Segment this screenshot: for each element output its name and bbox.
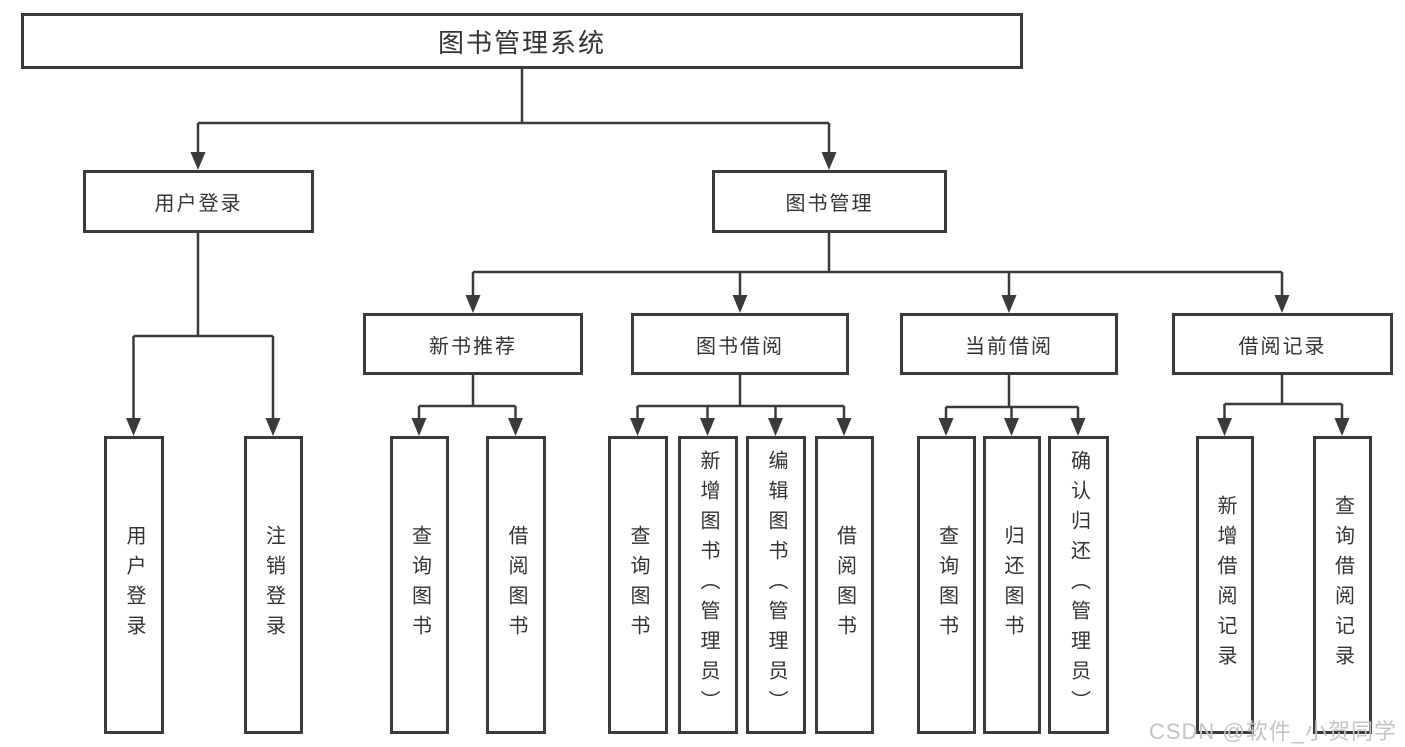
node-query-books-recommend: 查询图书 — [390, 436, 449, 734]
node-query-borrow-record: 查询借阅记录 — [1313, 436, 1372, 734]
node-label: 图书管理系统 — [437, 27, 606, 58]
node-logout-action: 注销登录 — [244, 436, 303, 734]
node-label: 归还图书 — [1001, 525, 1023, 645]
node-borrow-books-recommend: 借阅图书 — [486, 436, 546, 734]
node-confirm-return-admin: 确认归还（管理员） — [1048, 436, 1109, 734]
node-label: 查询借阅记录 — [1331, 495, 1354, 675]
node-library-system: 图书管理系统 — [21, 13, 1023, 69]
node-label: 借阅记录 — [1238, 335, 1327, 358]
node-label: 查询图书 — [408, 525, 431, 645]
node-return-books: 归还图书 — [983, 436, 1041, 734]
node-label: 新增图书（管理员） — [697, 450, 719, 720]
node-label: 借阅图书 — [833, 525, 856, 645]
node-label: 图书借阅 — [696, 335, 784, 358]
node-label: 借阅图书 — [505, 525, 527, 645]
node-label: 确认归还（管理员） — [1067, 450, 1090, 720]
node-book-management: 图书管理 — [712, 170, 947, 233]
node-label: 新增借阅记录 — [1214, 495, 1236, 675]
node-label: 用户登录 — [154, 193, 243, 215]
node-user-login: 用户登录 — [83, 170, 314, 233]
node-label: 图书管理 — [785, 193, 874, 215]
node-label: 注销登录 — [262, 525, 285, 645]
csdn-watermark: CSDN @软件_小贺同学 — [1148, 719, 1397, 744]
connector-edges — [132, 68, 1344, 422]
node-borrow-books: 借阅图书 — [815, 436, 874, 734]
node-edit-books-admin: 编辑图书（管理员） — [746, 436, 806, 734]
node-label: 编辑图书（管理员） — [765, 450, 787, 720]
node-current-borrowing: 当前借阅 — [900, 313, 1118, 375]
node-add-books-admin: 新增图书（管理员） — [678, 436, 738, 734]
node-book-borrowing: 图书借阅 — [631, 313, 849, 375]
node-user-login-action: 用户登录 — [104, 436, 164, 734]
node-label: 查询图书 — [935, 525, 958, 645]
node-add-borrow-record: 新增借阅记录 — [1196, 436, 1254, 734]
node-label: 用户登录 — [123, 525, 145, 645]
node-query-books-borrow: 查询图书 — [608, 436, 668, 734]
node-new-book-recommend: 新书推荐 — [363, 313, 583, 375]
node-label: 查询图书 — [627, 525, 649, 645]
node-label: 当前借阅 — [965, 335, 1053, 358]
node-query-books-current: 查询图书 — [917, 436, 976, 734]
node-label: 新书推荐 — [429, 335, 517, 358]
node-borrowing-records: 借阅记录 — [1172, 313, 1393, 375]
